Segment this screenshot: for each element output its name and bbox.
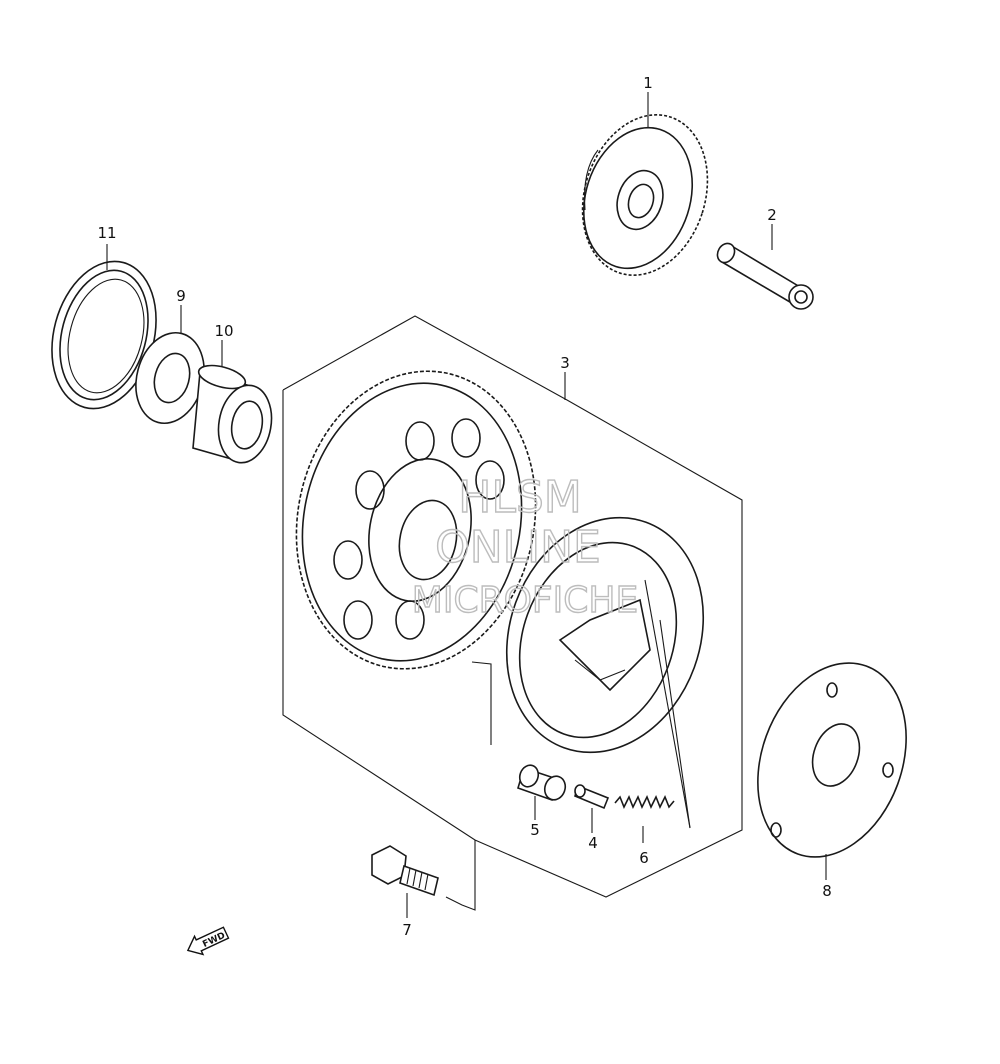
callout-5: 5 bbox=[530, 821, 540, 839]
callout-8: 8 bbox=[822, 882, 832, 900]
watermark-line-1: HLSM bbox=[458, 472, 582, 523]
callout-7: 7 bbox=[402, 921, 412, 939]
callout-2: 2 bbox=[767, 206, 777, 224]
part-1-driven-gear[interactable] bbox=[563, 98, 728, 291]
fwd-direction-marker: FWD bbox=[186, 926, 230, 956]
watermark-line-3: MICROFICHE bbox=[412, 580, 638, 621]
callout-1: 1 bbox=[643, 74, 653, 92]
part-10-needle-bearing[interactable] bbox=[192, 361, 277, 467]
callout-10: 10 bbox=[214, 322, 233, 340]
part-8-clutch-plate[interactable] bbox=[732, 642, 932, 878]
part-11-seal-ring[interactable] bbox=[36, 250, 171, 421]
assembly-bracket-outline bbox=[282, 315, 743, 911]
clutch-housing[interactable] bbox=[475, 490, 736, 781]
part-7-bolt[interactable] bbox=[371, 845, 439, 897]
part-2-shaft[interactable] bbox=[714, 240, 814, 310]
callout-6: 6 bbox=[639, 849, 649, 867]
part-9-thrust-washer[interactable] bbox=[126, 325, 214, 431]
part-4-spring-pin[interactable] bbox=[574, 784, 610, 810]
part-3-starter-clutch-gear[interactable] bbox=[269, 349, 562, 692]
callout-4: 4 bbox=[588, 834, 598, 852]
watermark-line-2: ONLINE bbox=[435, 522, 601, 573]
callout-11: 11 bbox=[97, 224, 116, 242]
watermark: HLSM ONLINE MICROFICHE bbox=[411, 471, 639, 621]
callout-9: 9 bbox=[176, 287, 186, 305]
part-5-roller[interactable] bbox=[517, 763, 569, 803]
leader-lines bbox=[106, 92, 827, 918]
callout-3: 3 bbox=[560, 354, 570, 372]
part-6-spring[interactable] bbox=[614, 795, 675, 809]
